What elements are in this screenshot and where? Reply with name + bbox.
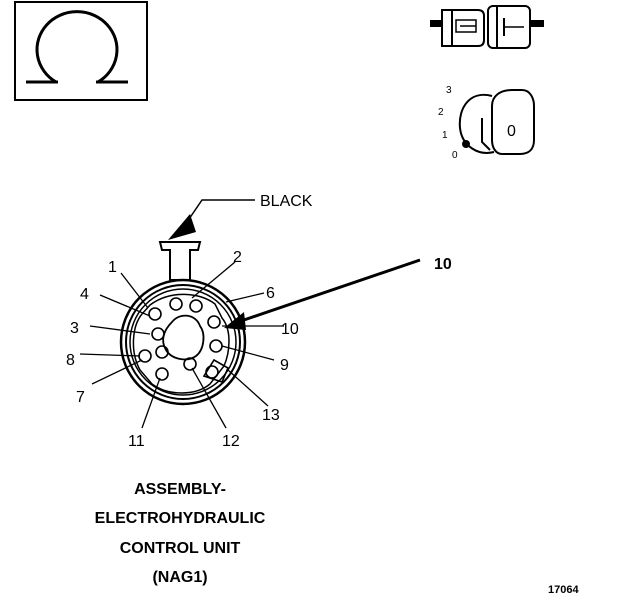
pin-label-4: 4 <box>80 286 89 303</box>
pointer-label: 10 <box>434 256 452 273</box>
figure-number: 17064 <box>548 584 579 596</box>
component-caption: ASSEMBLY- ELECTROHYDRAULIC CONTROL UNIT … <box>95 481 266 586</box>
pin-label-10: 10 <box>281 321 299 338</box>
pin-label-9: 9 <box>280 357 289 374</box>
pin-10-pointer: 10 <box>224 256 452 330</box>
switch-key-text: 0 <box>507 123 516 140</box>
switch-pos-2: 2 <box>438 107 444 118</box>
pin-leader-lines <box>79 261 284 429</box>
caption-line-2: ELECTROHYDRAULIC <box>95 510 266 527</box>
pin-label-1: 1 <box>108 259 117 276</box>
pin-label-8: 8 <box>66 352 75 369</box>
connector-face <box>119 241 247 406</box>
pin-label-12: 12 <box>222 433 240 450</box>
caption-line-3: CONTROL UNIT <box>120 540 241 557</box>
connector-icon <box>430 5 544 49</box>
pin-label-13: 13 <box>262 407 280 424</box>
pin-label-7: 7 <box>76 389 85 406</box>
caption-line-4: (NAG1) <box>152 569 207 586</box>
switch-pos-3: 3 <box>446 85 452 96</box>
caption-line-1: ASSEMBLY- <box>134 481 226 498</box>
ohmmeter-icon <box>14 1 148 101</box>
switch-pos-0: 0 <box>452 150 458 161</box>
ignition-switch-icon: 0 0 1 2 3 <box>438 85 535 161</box>
pin-label-2: 2 <box>233 249 242 266</box>
pin-label-11: 11 <box>128 433 145 450</box>
black-wire-callout: BLACK <box>168 193 313 240</box>
pin-labels: 1 2 3 4 6 7 8 9 10 11 12 13 <box>66 249 299 450</box>
pin-label-6: 6 <box>266 285 275 302</box>
pin-label-3: 3 <box>70 320 79 337</box>
switch-pos-1: 1 <box>442 130 448 141</box>
wire-color-label: BLACK <box>260 193 313 210</box>
